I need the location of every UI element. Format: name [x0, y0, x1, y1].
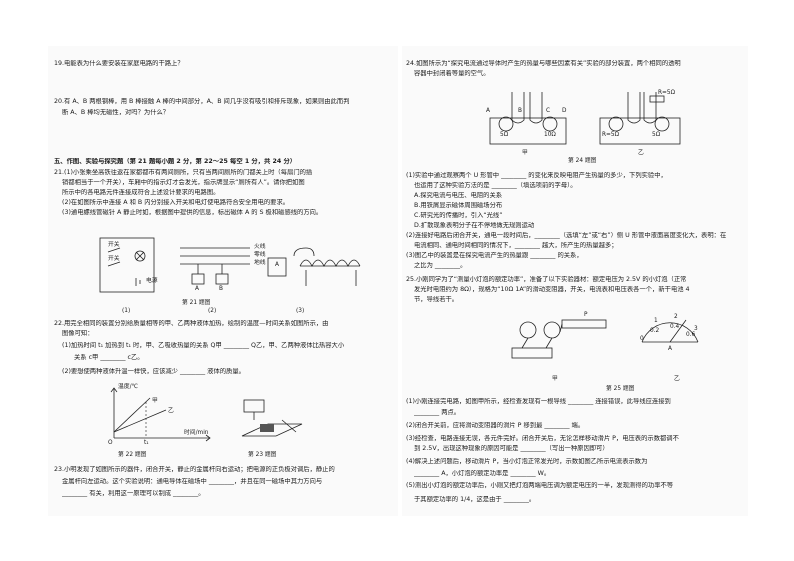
- question-25-1-line2: ________ 两点。: [414, 409, 461, 416]
- question-23-line2: 金属杆向左运动。这个实验说明：通电导体在磁场中 ________，并且在同一磁场…: [62, 478, 323, 485]
- fig21-cap-1: (1): [122, 308, 131, 314]
- figure-24-caption: 第 24 题图: [568, 158, 597, 164]
- fig24-label-B: B: [518, 108, 522, 114]
- question-24-1-line2: 也运用了这种实验方法的是 ________（填选项前的字母）。: [414, 182, 577, 189]
- fig24-label-C: C: [546, 108, 551, 114]
- question-24-option-A: A.探究电流与电压、电阻的关系: [414, 192, 503, 199]
- fig24-label-R-top: R=5Ω: [658, 90, 676, 96]
- fig21-label-earth: 地线: [254, 260, 266, 266]
- fig21-cap-2: (2): [208, 308, 217, 314]
- question-25-4-line2: ________ A，小灯泡的额定功率是 ________ W。: [414, 470, 551, 477]
- fig21-label-magnet-A: A: [275, 262, 279, 268]
- question-25-3-line2: 到 2.5V，出现这种现象的原因可能是 ________（写出一种原因即可）: [414, 445, 609, 452]
- fig21-label-neutral: 零线: [254, 252, 266, 258]
- fig24-label-5ohm: 5Ω: [500, 132, 509, 138]
- fig25-tick-0: 0: [640, 336, 644, 342]
- fig22-series-yi: 乙: [168, 408, 174, 414]
- fig22-ylabel: 温度/℃: [118, 384, 139, 390]
- question-25-2: (2)闭合开关前，应将滑动变阻器的滑片 P 移到最 ________ 端。: [406, 422, 585, 429]
- question-23-line3: ________ 有关，利用这一原理可以制成 ________。: [62, 490, 205, 497]
- fig21-label-live: 火线: [254, 244, 266, 250]
- fig22-origin: O: [108, 440, 113, 446]
- fig25-label-yi: 乙: [674, 376, 680, 382]
- fig24-label-5ohm-right: 5Ω: [652, 132, 661, 138]
- fig24-label-A: A: [486, 108, 490, 114]
- fig21-label-switch2: 开关: [108, 256, 120, 262]
- question-24-3-line2: 之比为 ________。: [414, 262, 467, 269]
- question-25-3-line1: (3)经检查，电路连接无误，各元件完好。闭合开关后，无论怎样移动滑片 P，电压表…: [406, 435, 679, 442]
- question-21-line1: 21.(1)小张乘坐高铁往返在家都都市有两间厕所，只有当两间厕所的门都关上时（每…: [54, 169, 313, 176]
- question-25-5-line2: 于其额定功率的 1/4，这是由于 ________。: [414, 496, 536, 503]
- question-21-line3: 所示中的各电路元件连接成符合上述设计要求的电路图。: [62, 189, 220, 196]
- question-24-line1: 24.如图所示为“探究电流通过导体时产生的热量与哪些因素有关”实验的部分装置，两…: [406, 60, 681, 67]
- figure-23-apparatus: [241, 399, 303, 437]
- fig25-tick-0.4: 0.4: [670, 324, 680, 330]
- section-5-heading: 五、作图、实验与探究题（第 21 题每小题 2 分，第 22～25 每空 1 分…: [54, 158, 297, 165]
- question-23-line1: 23.小明发现了如图所示的器件，闭合开关，静止的金属杆向右运动；把电源的正负极对…: [54, 466, 335, 473]
- fig25-label-P: P: [584, 312, 588, 318]
- fig25-tick-3: 3: [694, 326, 698, 332]
- question-19: 19.电能表为什么要安装在家庭电路的干路上？: [54, 60, 184, 67]
- question-24-3-line1: (3)图乙中的装置是在探究电流产生的热量跟 ________ 的关系，: [406, 252, 583, 259]
- question-20-line1: 20.有 A、B 两根钢棒，用 B 棒接触 A 棒的中间部分，A、B 间几乎没有…: [54, 98, 350, 105]
- question-24-2-line2: 电流相同、通电时间相同的情况下，________ 越大，所产生的热量越多；: [414, 242, 618, 249]
- question-22-line1: 22.用完全相同的装置分别给质量相等的甲、乙两种液体加热，绘制的温度—时间关系如…: [54, 320, 329, 327]
- fig21-label-power: 电源: [146, 278, 158, 284]
- fig25-unit-A: A: [668, 346, 672, 352]
- question-21-line5: (3)通电螺线管磁针 A 静止时如，根据图中提供的信息，标出磁体 A 的 S 极…: [62, 209, 323, 216]
- question-22-line3: (1)加热时间 t₁ 加热到 t₁ 时，甲、乙吸收热量的关系 Q甲 ______…: [62, 342, 345, 349]
- question-24-1-line1: (1)实验中通过观察两个 U 形管中 ________ 的变化来反映电阻产生热量…: [406, 172, 667, 179]
- fig25-label-jia: 甲: [552, 376, 558, 382]
- figure-22-graph: [110, 387, 211, 442]
- fig24-label-10ohm: 10Ω: [544, 132, 556, 138]
- figure-21-3-solenoid: [267, 247, 361, 286]
- fig25-tick-2: 2: [674, 314, 678, 320]
- question-24-option-C: C.研究光的传播时，引入“光线”: [414, 212, 503, 219]
- question-25-line3: 节，导线若干。: [414, 296, 459, 303]
- fig22-series-jia: 甲: [152, 398, 158, 404]
- fig21-label-switch1: 开关: [108, 242, 120, 248]
- question-21-line4: (2)在如图所示中连接 A 和 B 内分别接入开关和电灯使电路符合安全用电的要求…: [62, 199, 290, 206]
- question-24-line2: 容器中封闭着等量的空气。: [414, 70, 490, 77]
- question-24-option-D: D.扩散现象表明分子在不停地做无规则运动: [414, 222, 535, 229]
- question-21-line2: 销都相当于一个开关），车厢中的指示灯才会发光，指示牌显示“厕所有人”。请你把如图: [62, 179, 305, 186]
- question-25-5-line1: (5)测出小灯泡的额定功率后，小刚又把灯泡两端电压调为额定电压的一半，发现测得的…: [406, 482, 674, 489]
- fig24-label-D: D: [562, 108, 567, 114]
- figure-21-1-circuit: [99, 237, 155, 293]
- question-22-line5: (2)要想使两种液体升温一样快，应该减少 ________ 液体的质量。: [62, 368, 245, 375]
- question-25-1-line1: (1)小刚连接完电路，如图甲所示，经检查发现有一根导线 ________ 连接错…: [406, 398, 671, 405]
- question-24-option-B: B.用铁屑显示磁体周围磁场分布: [414, 202, 503, 209]
- fig21-label-B: B: [219, 286, 223, 292]
- fig25-tick-1: 1: [654, 318, 658, 324]
- fig24-label-R-left: R=5Ω: [602, 132, 620, 138]
- fig22-tick-t1: t₁: [144, 440, 149, 446]
- question-25-line2: 发光时电阻约为 8Ω），规格为“10Ω 1A”的滑动变阻器，开关，电流表和电压表…: [414, 286, 690, 293]
- figure-25-circuit: [511, 319, 699, 359]
- fig25-tick-0.6: 0.6: [686, 332, 696, 338]
- left-page: 19.电能表为什么要安装在家庭电路的干路上？ 20.有 A、B 两根钢棒，用 B…: [48, 46, 398, 516]
- question-25-4-line1: (4)解决上述问题后，移动滑片 P，当小灯泡正常发光时，示数如图乙所示电流表示数…: [406, 458, 648, 465]
- fig25-tick-0.2: 0.2: [650, 328, 660, 334]
- question-22-line4: 关系 c甲 ________ c乙。: [74, 354, 144, 361]
- question-25-line1: 25.小刚同学为了“测量小灯泡的额定功率”，准备了以下实验器材：额定电压为 2.…: [406, 276, 687, 283]
- right-page: 24.如图所示为“探究电流通过导体时产生的热量与哪些因素有关”实验的部分装置，两…: [402, 46, 748, 516]
- fig21-label-A: A: [195, 286, 199, 292]
- figure-22-caption: 第 22 题图: [118, 452, 147, 458]
- fig24-label-yi: 乙: [638, 150, 644, 156]
- question-24-2-line1: (2)连接好电路后闭合开关，通电一段时间后，________（选填“左”或“右”…: [406, 232, 727, 239]
- question-22-line2: 图像可知：: [62, 330, 94, 337]
- figure-21-caption: 第 21 题图: [182, 300, 211, 306]
- figure-23-caption: 第 23 题图: [248, 452, 277, 458]
- fig24-label-jia: 甲: [522, 150, 528, 156]
- fig21-cap-3: (3): [296, 308, 305, 314]
- fig22-xlabel: 时间/min: [184, 430, 209, 436]
- question-20-line2: 断 A、B 棒均无磁性，对吗？为什么？: [62, 109, 170, 116]
- figure-25-caption: 第 25 题图: [606, 386, 635, 392]
- figure-21-2-wiring: [180, 247, 250, 285]
- figure-24-apparatus: [489, 92, 681, 145]
